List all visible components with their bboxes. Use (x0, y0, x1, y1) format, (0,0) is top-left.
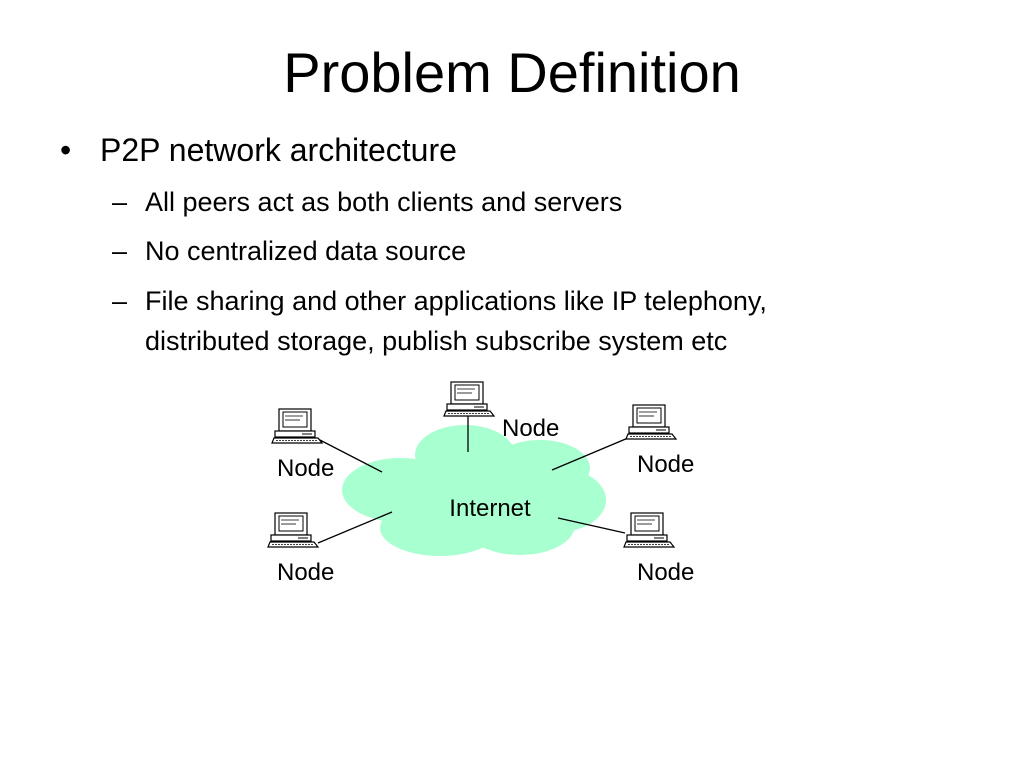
sub-bullet-1: –All peers act as both clients and serve… (112, 182, 622, 222)
computer-icon (267, 512, 319, 548)
slide-title: Problem Definition (283, 41, 741, 104)
node-label-lower-right: Node (637, 559, 694, 586)
sub-bullet-2: –No centralized data source (112, 231, 466, 271)
sub-bullet-3: –File sharing and other applications lik… (112, 281, 767, 361)
connection-line-upper-right (551, 437, 629, 471)
sub-bullet-marker: – (112, 286, 128, 316)
sub-bullet-text: All peers act as both clients and server… (145, 187, 623, 217)
internet-label: Internet (449, 495, 531, 522)
sub-bullet-marker: – (112, 187, 128, 217)
computer-icon (443, 381, 495, 417)
internet-cloud (342, 425, 606, 556)
bullet-marker: • (60, 132, 72, 168)
node-label-lower-left: Node (277, 559, 334, 586)
node-label-upper-left: Node (277, 455, 334, 482)
connection-lines (317, 416, 629, 544)
connection-line-lower-right (557, 517, 626, 534)
node-label-top: Node (502, 415, 559, 442)
bullet-main: • P2P network architecture (60, 128, 457, 172)
sub-bullet-text-line1: File sharing and other applications like… (145, 286, 767, 316)
sub-bullet-text-line2: distributed storage, publish subscribe s… (145, 326, 728, 356)
computer-icon (623, 512, 675, 548)
computer-icon (271, 408, 323, 444)
connection-line-upper-left (317, 438, 383, 473)
bullet-main-text: P2P network architecture (100, 132, 457, 168)
sub-bullet-marker: – (112, 236, 128, 266)
computer-icon (625, 404, 677, 440)
connection-line-lower-left (317, 511, 393, 544)
sub-bullet-text: No centralized data source (145, 236, 467, 266)
node-label-upper-right: Node (637, 451, 694, 478)
